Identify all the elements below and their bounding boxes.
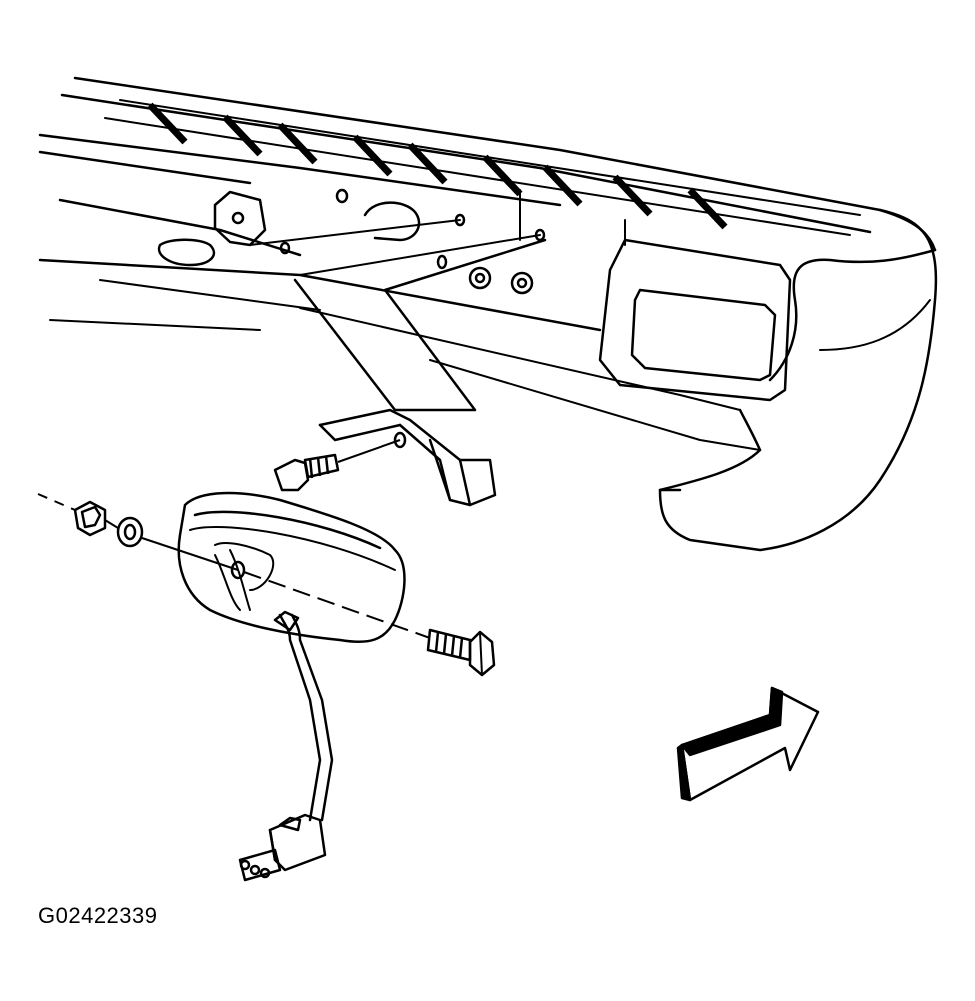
installation-axis (38, 494, 430, 638)
fog-lamp-bracket (295, 240, 545, 505)
bracket-bolt (275, 440, 400, 490)
figure-id-label: G02422339 (38, 903, 158, 928)
direction-arrow-icon (678, 688, 818, 800)
fog-lamp-assembly (179, 493, 405, 880)
lamp-nut-and-washer (75, 502, 142, 546)
bumper-step-hatching (150, 105, 725, 227)
lamp-mounting-bolt (428, 630, 494, 675)
rear-bumper (40, 78, 936, 550)
